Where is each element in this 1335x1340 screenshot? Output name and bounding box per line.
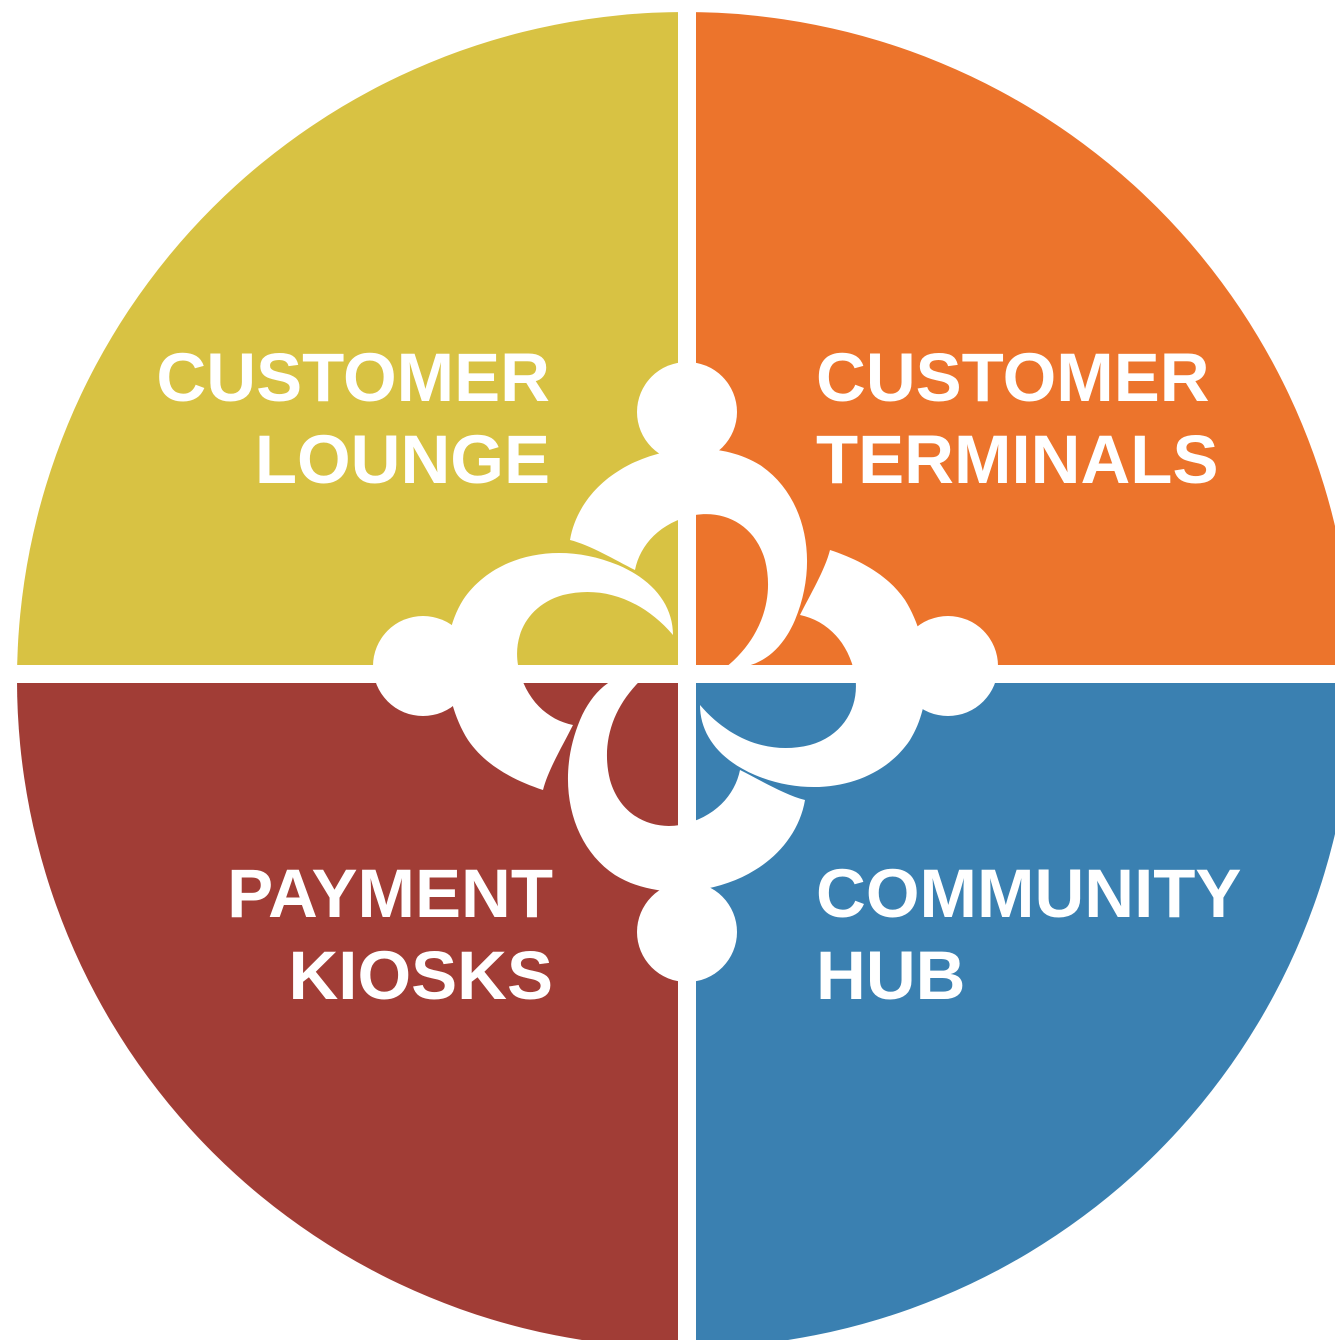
person-head-left — [373, 616, 473, 716]
label-line: LOUNGE — [254, 421, 550, 498]
label-line: CUSTOMER — [816, 339, 1210, 416]
label-line: HUB — [816, 937, 966, 1014]
label-payment-kiosks: PAYMENT KIOSKS — [60, 853, 553, 1017]
label-customer-lounge: CUSTOMER LOUNGE — [60, 337, 550, 501]
four-people-circle-logo — [373, 362, 998, 982]
label-customer-terminals: CUSTOMER TERMINALS — [816, 337, 1316, 501]
horizontal-divider — [0, 665, 1335, 683]
label-line: TERMINALS — [816, 421, 1219, 498]
label-community-hub: COMMUNITY HUB — [816, 853, 1316, 1017]
person-head-top — [637, 362, 737, 462]
logo-arms — [446, 448, 927, 892]
label-line: PAYMENT — [227, 855, 553, 932]
person-head-bottom — [637, 882, 737, 982]
label-line: CUSTOMER — [156, 339, 550, 416]
label-line: COMMUNITY — [816, 855, 1242, 932]
label-line: KIOSKS — [288, 937, 553, 1014]
